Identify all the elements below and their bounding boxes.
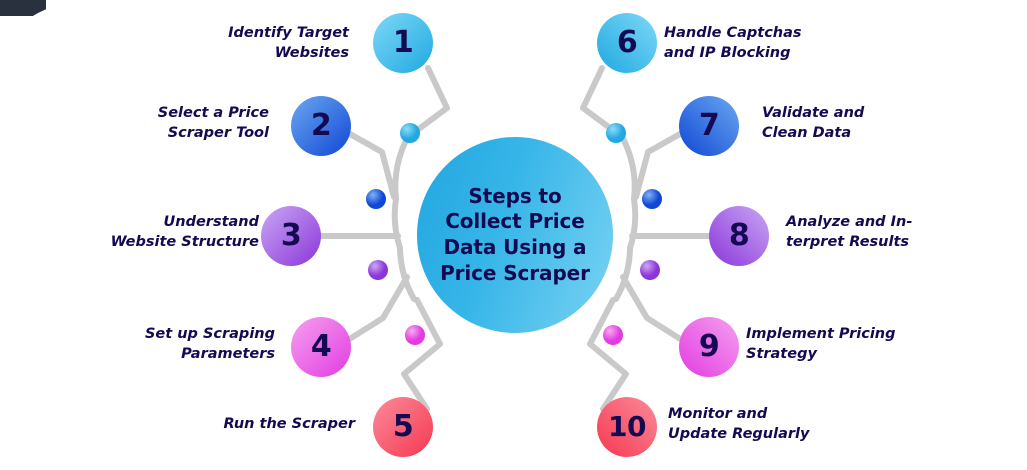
step-number-1: 1 <box>392 25 414 60</box>
arc-segment-left-upper <box>392 130 413 202</box>
step-number-4: 4 <box>310 329 332 364</box>
step-label-9: Implement Pricing Strategy <box>746 326 896 362</box>
arc-dot-step-7 <box>642 189 662 209</box>
arc-segment-left-lower <box>397 245 417 302</box>
corner-accent-shape <box>0 0 46 16</box>
step-number-3: 3 <box>280 218 302 253</box>
step-number-7: 7 <box>698 108 720 143</box>
step-bubble-10[interactable]: 10 <box>597 397 657 457</box>
center-hub: Steps to Collect Price Data Using a Pric… <box>417 137 613 333</box>
step-label-7: Validate and Clean Data <box>762 105 865 141</box>
step-bubble-9[interactable]: 9 <box>679 317 739 377</box>
step-number-8: 8 <box>728 218 750 253</box>
branch-step-9 <box>620 274 685 343</box>
hub-title: Steps to Collect Price Data Using a Pric… <box>440 183 590 285</box>
step-label-3: Understand Website Structure <box>110 214 259 250</box>
branch-step-5 <box>401 297 443 412</box>
step-label-10: Monitor and Update Regularly <box>668 406 810 442</box>
arc-segment-right-upper <box>617 130 638 202</box>
branch-step-10 <box>587 297 629 412</box>
arc-dot-step-1 <box>400 123 420 143</box>
branch-step-1 <box>409 65 450 137</box>
step-bubble-2[interactable]: 2 <box>291 96 351 156</box>
step-label-1: Identify Target Websites <box>228 25 349 61</box>
arc-dot-step-9 <box>603 325 623 345</box>
branch-step-4 <box>345 274 410 343</box>
arc-dot-step-6 <box>606 123 626 143</box>
step-label-6: Handle Captchas and IP Blocking <box>664 25 802 61</box>
branch-step-6 <box>580 65 621 137</box>
step-label-2: Select a Price Scraper Tool <box>157 105 269 141</box>
step-bubble-5[interactable]: 5 <box>373 397 433 457</box>
step-label-5: Run the Scraper <box>223 416 355 432</box>
step-number-9: 9 <box>698 329 720 364</box>
arc-dot-step-3 <box>368 260 388 280</box>
arc-dot-step-4 <box>405 325 425 345</box>
step-bubble-6[interactable]: 6 <box>597 13 657 73</box>
step-bubble-8[interactable]: 8 <box>709 206 769 266</box>
arc-segment-left-mid <box>391 196 403 251</box>
step-bubble-7[interactable]: 7 <box>679 96 739 156</box>
step-bubble-4[interactable]: 4 <box>291 317 351 377</box>
step-bubble-1[interactable]: 1 <box>373 13 433 73</box>
step-label-4: Set up Scraping Parameters <box>144 326 275 362</box>
arc-dot-step-2 <box>366 189 386 209</box>
arc-dot-step-8 <box>640 260 660 280</box>
step-bubble-3[interactable]: 3 <box>261 206 321 266</box>
branch-step-2 <box>347 131 397 200</box>
step-label-8: Analyze and In- terpret Results <box>786 214 913 250</box>
arc-segment-right-lower <box>613 245 633 302</box>
step-number-10: 10 <box>608 410 646 443</box>
step-number-6: 6 <box>616 25 638 60</box>
branch-step-7 <box>633 131 683 200</box>
arc-segment-right-mid <box>627 196 639 251</box>
step-number-2: 2 <box>310 108 332 143</box>
step-number-5: 5 <box>392 409 414 444</box>
